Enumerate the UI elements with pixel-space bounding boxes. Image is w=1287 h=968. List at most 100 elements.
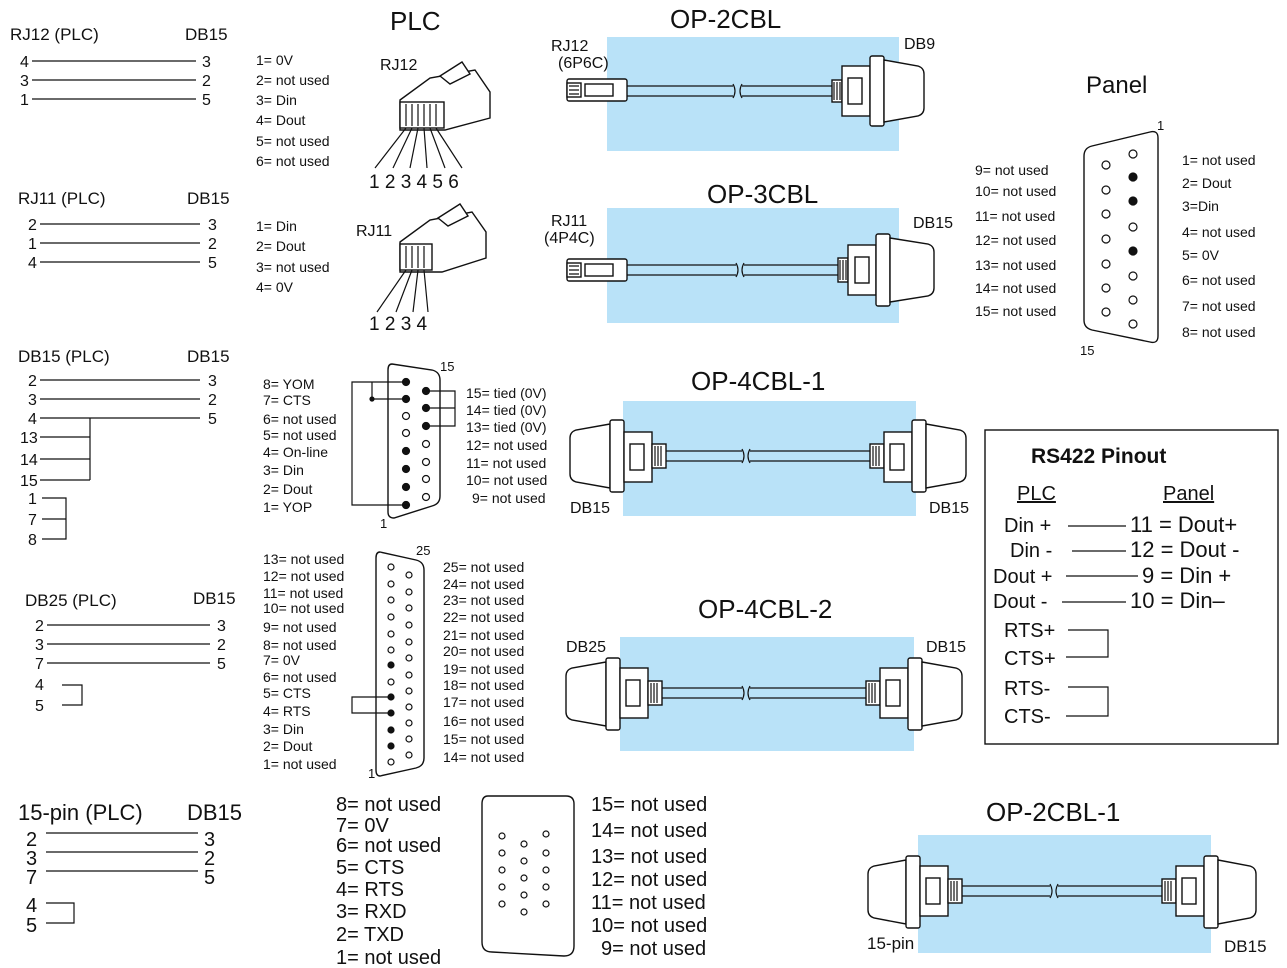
pin-label: 2= not used	[256, 72, 330, 88]
pin-label: 9= not used	[601, 938, 706, 960]
pin-label: 4= Dout	[256, 112, 306, 128]
cable-op2cbl: OP-2CBL RJ12 (6P6C) DB9	[551, 4, 935, 151]
rs422-plc-signal: Din +	[1004, 515, 1051, 537]
cable-left-label-line: (4P4C)	[544, 230, 595, 247]
rs422-plc-signal: Dout +	[993, 566, 1052, 588]
wiring-db25-right-header: DB15	[193, 589, 236, 608]
pin-label: 18= not used	[443, 677, 524, 693]
pin-label: 23= not used	[443, 592, 524, 608]
pin-label: 3= not used	[256, 259, 330, 275]
wire-right-pin: 5	[217, 656, 226, 673]
pin-label: 11= not used	[975, 208, 1055, 224]
rj12-pin-numbers: 1 2 3 4 5 6	[369, 172, 459, 193]
wiring-rj12-left-header: RJ12 (PLC)	[10, 25, 99, 44]
d-sub-connector-icon	[867, 855, 963, 929]
pin-label: 6= not used	[1182, 272, 1256, 288]
pin-label: 6= not used	[256, 153, 330, 169]
rs422-loop-signal: CTS-	[1004, 706, 1051, 728]
pin-label: 6= not used	[263, 411, 337, 427]
pin-label: 19= not used	[443, 661, 524, 677]
pin-label: 13= not used	[975, 257, 1056, 273]
rs422-panel-signal: 10 = Din–	[1130, 588, 1226, 613]
pin-label: 2= TXD	[336, 924, 404, 946]
wire-right-pin: 5	[208, 411, 217, 428]
pin-label: 11= not used	[466, 455, 546, 471]
wiring-rj11-right-header: DB15	[187, 189, 230, 208]
wiring-db15: DB15 (PLC) DB15 2 3 3 2 4 5 13 14 15 1 7…	[18, 347, 230, 549]
wire-right-pin: 5	[208, 255, 217, 272]
pin-label: 16= not used	[443, 713, 524, 729]
pin-label: 21= not used	[443, 627, 524, 643]
wire-left-pin: 2	[35, 618, 44, 635]
d-sub-connector-icon	[569, 419, 667, 493]
cable-title: OP-4CBL-2	[698, 594, 832, 624]
pin-label: 10= not used	[591, 915, 707, 937]
d-sub-connector-icon	[1161, 855, 1257, 929]
pin-label: 3= Din	[263, 462, 304, 478]
cable-right-label: DB15	[913, 215, 953, 232]
pin-index-label: 1	[380, 516, 387, 531]
cable-title: OP-2CBL-1	[986, 797, 1120, 827]
pin-label: 14= not used	[591, 820, 707, 842]
rj11-label: RJ11	[356, 223, 392, 240]
wire-right-pin: 5	[202, 92, 211, 109]
d-sub-connector-icon	[565, 657, 663, 731]
pin-label: 4= On-line	[263, 444, 328, 460]
pin-label: 13= not used	[591, 846, 707, 868]
pin-label: 2= Dout	[263, 481, 313, 497]
cable-band	[623, 401, 916, 516]
cable-op3cbl: OP-3CBL RJ11 (4P4C) DB15	[544, 179, 953, 323]
panel-pin-grid	[1101, 149, 1138, 329]
wire-left-pin: 2	[28, 373, 37, 390]
wiring-db25-left-header: DB25 (PLC)	[25, 591, 117, 610]
wire-left-pin: 1	[28, 236, 37, 253]
pin-label: 15= not used	[975, 303, 1056, 319]
wire-left-pin: 2	[26, 829, 37, 851]
pin-label: 3= RXD	[336, 901, 407, 923]
pin-label: 20= not used	[443, 643, 524, 659]
pin-label: 2= Dout	[1182, 175, 1232, 191]
pin-index-label: 25	[416, 543, 430, 558]
panel-pinout: Panel 1 15 9= not used 10= not used 11= …	[975, 72, 1256, 358]
jumper-pin: 1	[28, 491, 37, 508]
pin-label: 10= not used	[975, 183, 1056, 199]
wire-right-pin: 3	[208, 373, 217, 390]
jumper-pin: 8	[28, 532, 37, 549]
pin-label: 3=Din	[1182, 198, 1219, 214]
wire-left-pin: 3	[28, 392, 37, 409]
wire-left-pin: 3	[35, 637, 44, 654]
wiring-rj12-right-header: DB15	[185, 25, 228, 44]
wiring-rj11: RJ11 (PLC) DB15 2 3 1 2 4 5	[18, 189, 230, 272]
pin-label: 8= not used	[1182, 324, 1256, 340]
pin-label: 25= not used	[443, 559, 524, 575]
plc-db25-pinout: 13= not used 12= not used 11= not used 1…	[263, 543, 524, 781]
plc-rj11-pinout: 1= Din 2= Dout 3= not used 4= 0V RJ11	[256, 218, 392, 295]
pin-label: 9= not used	[472, 490, 546, 506]
plc-15pin-pinout: 8= not used 7= 0V 6= not used 5= CTS 4= …	[336, 794, 707, 968]
pin-label: 22= not used	[443, 609, 524, 625]
wire-right-pin: 2	[208, 392, 217, 409]
pin-label: 14= not used	[443, 749, 524, 765]
pin-label: 24= not used	[443, 576, 524, 592]
pin-label: 2= Dout	[263, 738, 313, 754]
jumper-pin: 5	[26, 915, 37, 937]
pin-label: 17= not used	[443, 694, 524, 710]
wire-left-pin: 3	[20, 73, 29, 90]
wire-left-pin: 4	[28, 255, 37, 272]
pin-label: 11= not used	[263, 585, 343, 601]
pin-label: 1= not used	[1182, 152, 1256, 168]
pin-label: 1= Din	[256, 218, 297, 234]
rj-plug-icon	[566, 78, 628, 102]
wiring-15pin: 15-pin (PLC) DB15 2 3 3 2 7 5 4 5	[18, 800, 242, 937]
wire-right-pin: 3	[217, 618, 226, 635]
jumper-pin: 7	[28, 512, 37, 529]
pin-label: 13= not used	[263, 551, 344, 567]
wire-right-pin: 2	[202, 73, 211, 90]
wire-left-pin: 2	[28, 217, 37, 234]
pin-label: 1= not used	[263, 756, 337, 772]
cable-title: OP-2CBL	[670, 4, 781, 34]
rs422-panel-header: Panel	[1163, 483, 1214, 505]
jumper-pin: 4	[26, 895, 37, 917]
pin-label: 14= not used	[975, 280, 1056, 296]
pin-label: 12= not used	[591, 869, 707, 891]
